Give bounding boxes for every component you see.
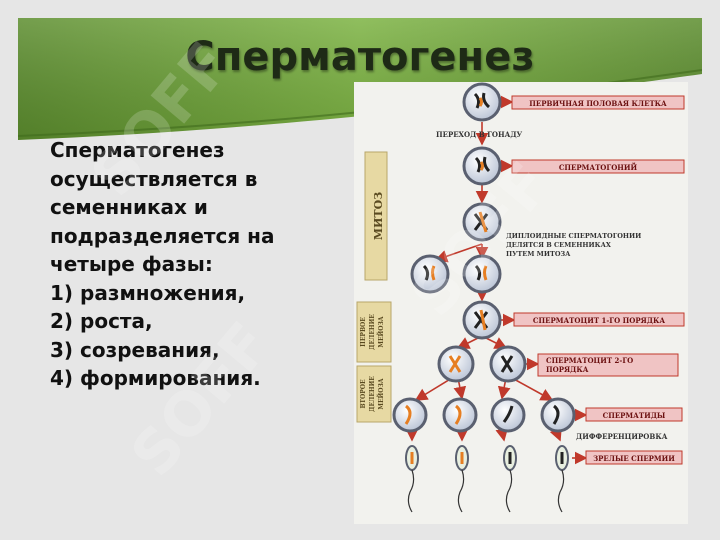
label-box	[511, 159, 685, 174]
first-meiosis-label-2: ДЕЛЕНИЕ	[369, 314, 376, 350]
diploid-label-2: ДЕЛЯТСЯ В СЕМЕННИКАХ	[506, 241, 612, 249]
label-box	[585, 407, 683, 422]
second-meiosis-label-1: ВТОРОЕ	[360, 379, 367, 409]
body-line: 4) формирования.	[50, 366, 261, 390]
body-line: 2) роста,	[50, 309, 153, 333]
body-line: четыре фазы:	[50, 252, 213, 276]
dividing-spermatogonium-cell	[462, 202, 502, 242]
body-line: осуществляется в	[50, 166, 258, 191]
spermatid-cell	[490, 397, 526, 433]
spermatocyte2-label-1: СПЕРМАТОЦИТ 2-ГО	[546, 356, 633, 365]
body-line: подразделяется на	[50, 223, 275, 248]
daughter-spermatogonium-cell	[462, 254, 502, 294]
secondary-spermatocyte-cell	[489, 345, 527, 383]
second-meiosis-label-3: МЕЙОЗА	[377, 378, 385, 409]
label-box	[585, 450, 683, 465]
slide-title: Сперматогенез	[185, 34, 535, 80]
cells	[392, 82, 576, 513]
spermatids-label: СПЕРМАТИДЫ	[603, 411, 666, 420]
mitosis-box	[364, 151, 388, 281]
body-line: 1) размножения,	[50, 280, 246, 305]
mature-sperm	[455, 445, 469, 513]
diploid-label-3: ПУТЕМ МИТОЗА	[506, 250, 571, 258]
label-box	[537, 353, 679, 377]
spermatocyte1-label: СПЕРМАТОЦИТ 1-ГО ПОРЯДКА	[533, 316, 665, 325]
second-meiosis-box	[356, 365, 392, 423]
primary-cell-label: ПЕРВИЧНАЯ ПОЛОВАЯ КЛЕТКА	[529, 99, 667, 108]
body-text: Сперматогенез осуществляется в семенника…	[50, 136, 350, 393]
mature-sperm	[405, 445, 419, 513]
body-line: 3) созревания,	[50, 337, 220, 362]
mature-sperm	[503, 445, 517, 513]
label-box	[513, 312, 685, 327]
differentiation-label: ДИФФЕРЕНЦИРОВКА	[576, 432, 668, 441]
daughter-spermatogonium-cell	[410, 254, 450, 294]
diploid-label-1: ДИПЛОИДНЫЕ СПЕРМАТОГОНИИ	[506, 232, 641, 240]
label-box	[511, 95, 685, 110]
spermatogonium-cell	[462, 146, 502, 186]
body-line: Сперматогенез	[50, 138, 225, 162]
transition-label: ПЕРЕХОД В ГОНАДУ	[436, 130, 523, 139]
secondary-spermatocyte-cell	[437, 345, 475, 383]
body-line: семенниках и	[50, 195, 208, 219]
mitosis-label: МИТОЗ	[372, 192, 385, 240]
mature-sperm-label: ЗРЕЛЫЕ СПЕРМИИ	[593, 454, 675, 463]
spermatogonia-label: СПЕРМАТОГОНИЙ	[559, 162, 638, 172]
second-meiosis-label-2: ДЕЛЕНИЕ	[369, 376, 376, 412]
first-meiosis-label-3: МЕЙОЗА	[377, 316, 385, 347]
first-meiosis-box	[356, 301, 392, 363]
primary-spermatocyte-cell	[462, 300, 502, 340]
primary-cell	[462, 82, 502, 122]
spermatocyte2-label-2: ПОРЯДКА	[546, 365, 589, 374]
spermatid-cell	[540, 397, 576, 433]
spermatid-cell	[392, 397, 428, 433]
spermatogenesis-diagram: МИТОЗ ПЕРВОЕ ДЕЛЕНИЕ МЕЙОЗА ВТОРОЕ ДЕЛЕН…	[354, 82, 688, 524]
mature-sperm	[555, 445, 569, 513]
first-meiosis-label-1: ПЕРВОЕ	[360, 317, 367, 347]
spermatid-cell	[442, 397, 478, 433]
